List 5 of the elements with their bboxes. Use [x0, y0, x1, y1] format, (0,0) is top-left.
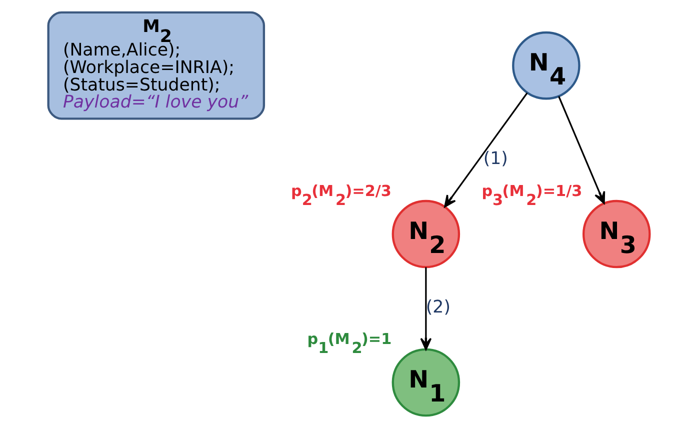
edge-label: (1) — [483, 148, 508, 169]
arrow — [444, 92, 528, 208]
arrow — [420, 267, 432, 350]
edge-label: (2) — [426, 297, 450, 318]
arrow — [558, 96, 606, 204]
